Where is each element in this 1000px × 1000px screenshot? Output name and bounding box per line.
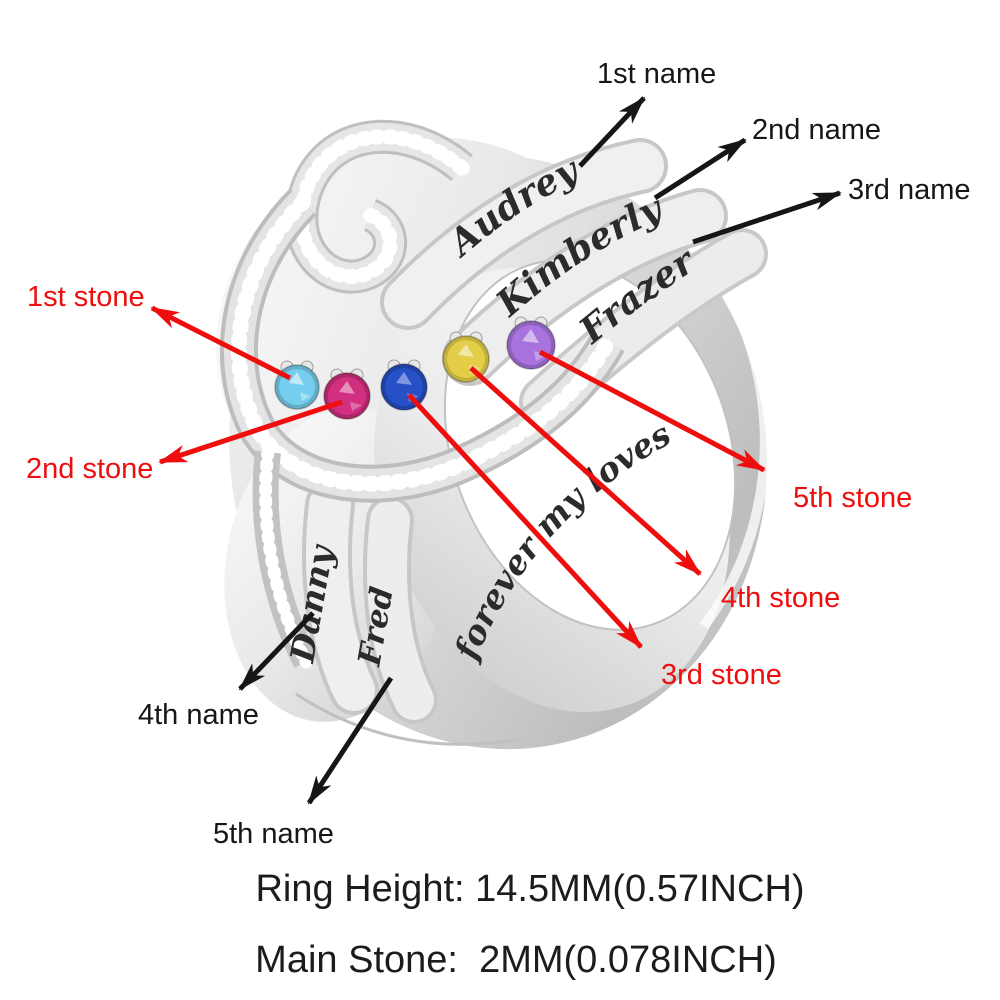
arrow-5th-stone: [538, 349, 766, 473]
label-1st-stone: 1st stone: [27, 281, 145, 313]
label-4th-stone: 4th stone: [721, 582, 840, 614]
arrow-1st-stone: [150, 305, 292, 381]
label-2nd-name: 2nd name: [752, 114, 881, 146]
arrow-3rd-stone: [407, 393, 643, 649]
band-arc: [446, 192, 724, 382]
birthstone-2: [323, 368, 371, 420]
birthstone-1: [274, 360, 320, 410]
annotation-arrows: [150, 96, 842, 805]
band-arc: [384, 142, 664, 326]
heart-pave-ribbon: [219, 119, 625, 669]
arrow-1st-name: [578, 96, 646, 168]
annotation-labels: 1st name 2nd name 3rd name 4th name 5th …: [26, 58, 971, 850]
arrow-2nd-stone: [158, 399, 343, 465]
arrow-5th-name: [306, 676, 394, 805]
label-4th-name: 4th name: [138, 699, 259, 731]
arrow-4th-stone: [469, 366, 702, 576]
label-2nd-stone: 2nd stone: [26, 453, 153, 485]
birthstone-3: [380, 359, 428, 411]
pave-sweep-beads: [230, 194, 616, 492]
engraving-bands: [302, 138, 768, 724]
label-3rd-stone: 3rd stone: [661, 659, 782, 691]
arrow-4th-name: [238, 611, 315, 691]
spec-main-stone: Main Stone: 2MM(0.078INCH): [255, 939, 777, 981]
band-arc: [367, 500, 434, 720]
pave-curl-beads: [293, 129, 470, 284]
arrow-2nd-name: [653, 137, 747, 201]
band-arc: [306, 484, 375, 711]
label-1st-name: 1st name: [597, 58, 716, 90]
arrow-3rd-name: [692, 190, 842, 245]
spec-ring-height: Ring Height: 14.5MM(0.57INCH): [255, 868, 804, 910]
band-highlight: [700, 316, 770, 630]
birthstone-4: [442, 331, 490, 383]
spec-text: Ring Height: 14.5MM(0.57INCH) Main Stone…: [255, 868, 804, 981]
birthstone-5: [506, 316, 556, 370]
pave-shank-strip-beads: [259, 445, 313, 669]
shank-bottom-edge: [295, 692, 525, 746]
label-5th-name: 5th name: [213, 818, 334, 850]
label-3rd-name: 3rd name: [848, 174, 971, 206]
label-5th-stone: 5th stone: [793, 482, 912, 514]
